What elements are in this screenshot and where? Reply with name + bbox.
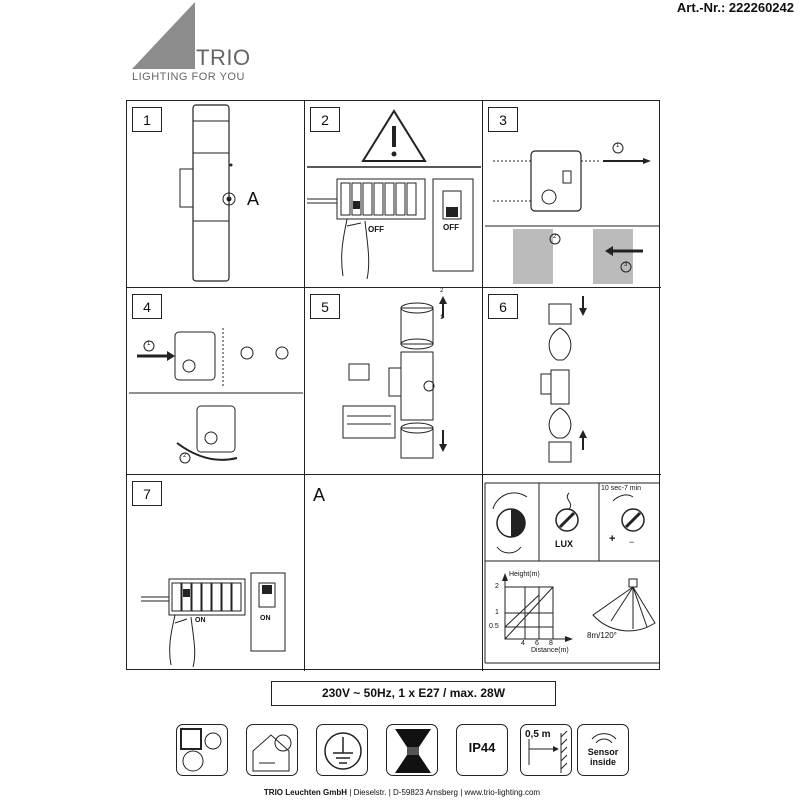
min-distance-icon: 0,5 m [520,724,572,776]
step-number: 4 [132,294,162,319]
sensor-label-line2: inside [589,757,616,767]
step-3-panel: 3 1 2 3 [483,101,661,288]
y-tick: 0.5 [489,623,499,630]
x-tick: 6 [535,640,539,647]
step-number: 6 [488,294,518,319]
step-1-panel: 1 A [127,101,305,288]
footer-company: TRIO Leuchten GmbH [263,788,348,797]
sensor-settings-illustration [484,482,659,664]
step-5-panel: 5 1 2 [305,288,483,475]
step-number: 1 [132,107,162,132]
x-tick: 8 [549,640,553,647]
mounting-plate-drilling-illustration [485,142,659,284]
ip-rating-label: IP44 [468,740,496,755]
off-label-right: OFF [443,223,459,232]
up-down-light-icon [386,724,438,776]
footer: TRIO Leuchten GmbH | Dieselstr. | D-5982… [0,788,804,797]
wiring-plate-illustration [129,328,303,464]
height-axis-label: Height(m) [509,571,540,578]
trio-logo-icon [132,2,195,69]
sensor-label-line1: Sensor [587,747,619,757]
on-label-right: ON [260,615,271,622]
step-number: 5 [310,294,340,319]
brand-name: TRIO [196,45,251,70]
footer-sep: | [388,788,391,797]
sensor-panel: LUX 10 sec-7 min + − Height(m) Distance(… [483,475,661,671]
wall-lamp-illustration [179,104,236,282]
plus-label: + [609,533,616,545]
bulb-install-illustration [540,296,587,463]
power-on-illustration [141,572,286,668]
step-4-mark-2: 2 [183,453,187,459]
step-2-panel: 2 OFF OFF [305,101,483,288]
x-tick: 4 [521,640,525,647]
instruction-grid: 1 A 2 [126,100,661,671]
y-tick: 2 [495,583,499,590]
step-6-panel: 6 [483,288,661,475]
time-range-label: 10 sec-7 min [601,485,642,492]
min-distance-label: 0,5 m [525,729,551,740]
lamp-assembly-illustration [342,296,447,459]
off-label-left: OFF [368,225,384,234]
lux-label: LUX [555,539,573,549]
article-number: Art.-Nr.: 222260242 [676,0,794,15]
note-letter: A [313,485,326,505]
bulb-house-icon [246,724,298,776]
step-7-panel: 7 ON ON [127,475,305,671]
detection-range-label: 8m/120° [587,631,617,640]
electrical-spec: 230V ~ 50Hz, 1 x E27 / max. 28W [271,681,556,706]
ip-rating-icon: IP44 [456,724,508,776]
footer-street: Dieselstr. [353,788,387,797]
minus-label: − [629,537,635,547]
y-tick: 1 [495,609,499,616]
power-off-illustration [307,109,481,280]
step-3-mark-2: 2 [553,234,557,240]
step-number: 3 [488,107,518,132]
step-5-mark-1: 1 [440,315,444,321]
step-3-mark-3: 3 [624,262,628,268]
earth-ground-icon [316,724,368,776]
distance-axis-label: Distance(m) [531,647,569,654]
on-label-left: ON [195,617,206,624]
step-number: 7 [132,481,162,506]
step-5-mark-2: 2 [440,288,444,294]
step-number: 2 [310,107,340,132]
step-4-panel: 4 1 2 [127,288,305,475]
footer-sep: | [349,788,352,797]
footer-city: D-59823 Arnsberg [393,788,458,797]
sensor-inside-icon: Sensor inside [577,724,629,776]
step-1-letter: A [247,189,260,209]
step-3-mark-1: 1 [616,143,620,149]
brand-tagline: LIGHTING FOR YOU [132,71,245,83]
protection-class-icon [176,724,228,776]
step-4-mark-1: 1 [147,341,151,347]
note-panel: A [305,475,483,671]
footer-sep: | [460,788,463,797]
footer-web: www.trio-lighting.com [464,788,541,797]
